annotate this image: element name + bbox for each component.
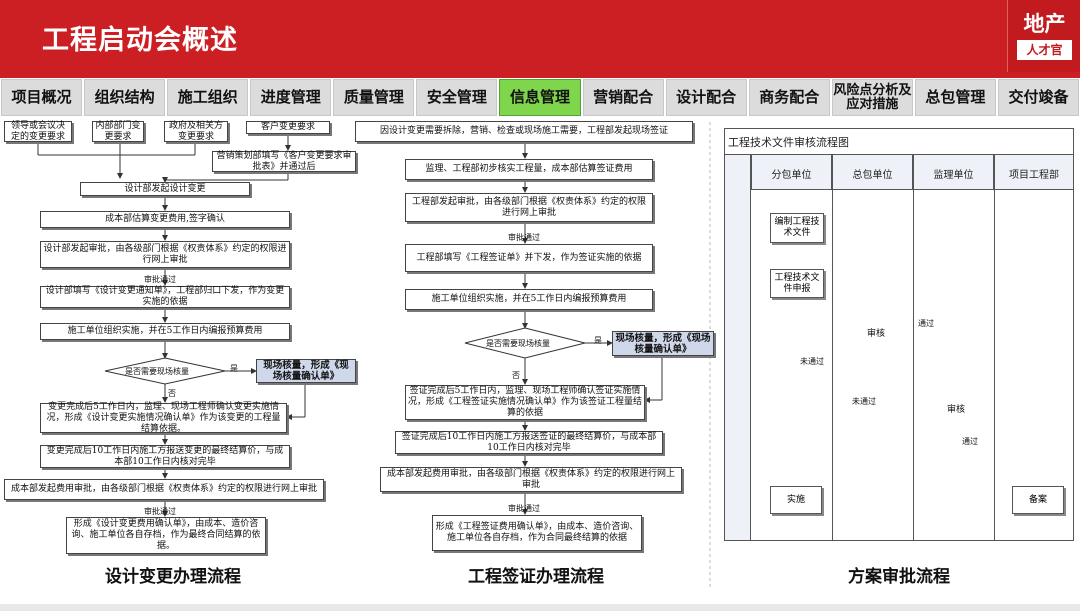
tab-commerce[interactable]: 商务配合 [748, 79, 830, 116]
flow1-source-customer: 客户变更要求 [246, 121, 330, 134]
flow1-pass-label-1: 审批通过 [144, 275, 176, 284]
flow2-pass-label-2: 审批通过 [508, 504, 540, 513]
flow1-source-internal: 内部部门变更要求 [92, 121, 144, 142]
tab-org-structure[interactable]: 组织结构 [84, 79, 166, 116]
brand-logo: 地产 人才官 [1007, 0, 1080, 72]
flow2-pass-label-1: 审批通过 [508, 233, 540, 242]
flow1-marketing-approval: 营销策划部填写《客户变更要求审批表》并通过后 [212, 151, 356, 172]
flow1-step-settlement: 变更完成后10工作日内施工方报送变更的最终结算价，与成本部10工作日内核对完毕 [40, 445, 290, 468]
flow3-lane-general-contractor: 总包单位 [852, 170, 893, 181]
flow1-yes-label: 是 [230, 364, 238, 373]
flow2-step-approval: 工程部发起审批，由各级部门根据《权责体系》约定的权限进行网上审批 [405, 193, 653, 222]
header-bar: 工程启动会概述 地产 人才官 [0, 0, 1080, 78]
flow3-pass-label-2: 通过 [962, 437, 978, 446]
flow2-step-start: 因设计变更需要拆除，营销、检查或现场施工需要，工程部发起现场签证 [355, 121, 693, 142]
flow2-step-verify: 监理、工程部初步核实工程量，成本部估算签证费用 [405, 159, 653, 180]
flow1-source-government: 政府及相关方变更要求 [164, 121, 228, 142]
flow3-lane-divider-2 [913, 190, 914, 541]
flow3-lane-header-2 [832, 154, 913, 190]
page-title: 工程启动会概述 [42, 25, 238, 56]
flow1-source-leadership: 领导或会议决定的变更要求 [4, 121, 72, 142]
flow1-step-notice: 设计部填写《设计变更通知单》，工程部归口下发，作为变更实施的依据 [40, 286, 290, 308]
flow2-caption: 工程签证办理流程 [468, 567, 604, 587]
nav-tabs: 项目概况 组织结构 施工组织 进度管理 质量管理 安全管理 信息管理 营销配合 … [0, 78, 1080, 117]
flow3-lane-project-dept: 项目工程部 [1009, 170, 1059, 181]
tab-delivery[interactable]: 交付竣备 [997, 79, 1080, 116]
tab-design[interactable]: 设计配合 [665, 79, 747, 116]
flow2-step-settlement: 签证完成后10工作日内施工方报送签证的最终结算价，与成本部10工作日内核对完毕 [395, 431, 663, 454]
flow3-caption: 方案审批流程 [848, 567, 950, 587]
flow3-lane-header-1 [751, 154, 832, 190]
flow3-fail-label-2: 未通过 [852, 397, 876, 406]
flow3-title: 工程技术文件审核流程图 [728, 136, 849, 149]
tab-safety[interactable]: 安全管理 [416, 79, 498, 116]
flow1-step-cost-estimate: 成本部估算变更费用,签字确认 [40, 211, 290, 228]
tab-information[interactable]: 信息管理 [499, 79, 581, 116]
flow2-no-label: 否 [512, 371, 520, 380]
tab-general-contract[interactable]: 总包管理 [914, 79, 996, 116]
flow1-site-measure: 现场核量，形成《现场核量确认单》 [256, 359, 356, 383]
flow1-pass-label-2: 审批通过 [144, 507, 176, 516]
flow3-box-record: 备案 [1012, 486, 1064, 514]
flow2-step-confirm: 签证完成后5工作日内，监理、现场工程师确认签证实施情况，形成《工程签证实施情况确… [405, 385, 645, 420]
flow1-step-cost-approval: 成本部发起费用审批，由各级部门根据《权责体系》约定的权限进行网上审批 [4, 479, 324, 500]
flow1-decision-text: 是否需要现场核量 [125, 367, 189, 376]
flow3-box-prepare: 编制工程技术文件 [770, 213, 824, 243]
flow1-caption: 设计变更办理流程 [105, 567, 241, 587]
footer-strip [0, 604, 1080, 611]
flow3-diamond-2-text: 审核 [947, 405, 966, 415]
flow3-lane-divider-3 [994, 190, 995, 541]
flow3-diamond-1-text: 审核 [867, 329, 886, 339]
flow3-box-implement: 实施 [770, 486, 822, 514]
flow3-fail-label-1: 未通过 [800, 357, 824, 366]
flow1-step-implement: 施工单位组织实施，并在5工作日内编报预算费用 [40, 323, 290, 340]
flow2-site-measure: 现场核量，形成《现场核量确认单》 [612, 331, 714, 356]
flow2-step-visa-form: 工程部填写《工程签证单》并下发，作为签证实施的依据 [405, 244, 653, 272]
flow3-lane-supervisor: 监理单位 [933, 170, 974, 181]
flow1-step-initiate: 设计部发起设计变更 [80, 182, 250, 196]
logo-sub-text: 人才官 [1017, 40, 1072, 60]
flow3-lane-header-4 [994, 154, 1074, 190]
flow2-decision-text: 是否需要现场核量 [486, 339, 550, 348]
flow3-lane-subcontractor: 分包单位 [771, 170, 812, 181]
flow1-step-approval: 设计部发起审批，由各级部门根据《权责体系》约定的权限进行网上审批 [40, 241, 290, 268]
flow2-step-implement: 施工单位组织实施，并在5工作日内编报预算费用 [405, 289, 653, 310]
flow1-no-label: 否 [168, 389, 176, 398]
flow3-pass-label-1: 通过 [918, 319, 934, 328]
flow3-box-submit: 工程技术文件申报 [770, 269, 824, 298]
flow2-step-cost-approval: 成本部发起费用审批，由各级部门根据《权责体系》约定的权限进行网上审批 [380, 467, 682, 492]
tab-quality[interactable]: 质量管理 [333, 79, 415, 116]
flow3-side-column [724, 154, 751, 541]
flow1-step-final: 形成《设计变更费用确认单》，由成本、造价咨询、施工单位各自存档，作为最终合同结算… [66, 517, 266, 554]
flow3-lane-header-3 [913, 154, 994, 190]
logo-main-text: 地产 [1023, 12, 1066, 36]
tab-marketing[interactable]: 营销配合 [582, 79, 664, 116]
tab-risk[interactable]: 风险点分析及应对措施 [831, 79, 913, 116]
flow2-yes-label: 是 [594, 336, 602, 345]
flow2-step-final: 形成《工程签证费用确认单》，由成本、造价咨询、施工单位各自存档，作为合同最终结算… [432, 515, 642, 551]
tab-schedule[interactable]: 进度管理 [250, 79, 332, 116]
tab-construction-org[interactable]: 施工组织 [167, 79, 249, 116]
flow3-lane-divider-1 [832, 190, 833, 541]
tab-project-overview[interactable]: 项目概况 [1, 79, 83, 116]
flow1-step-confirm: 变更完成后5工作日内，监理、现场工程师确认变更实施情况，形成《设计变更实施情况确… [40, 402, 287, 434]
